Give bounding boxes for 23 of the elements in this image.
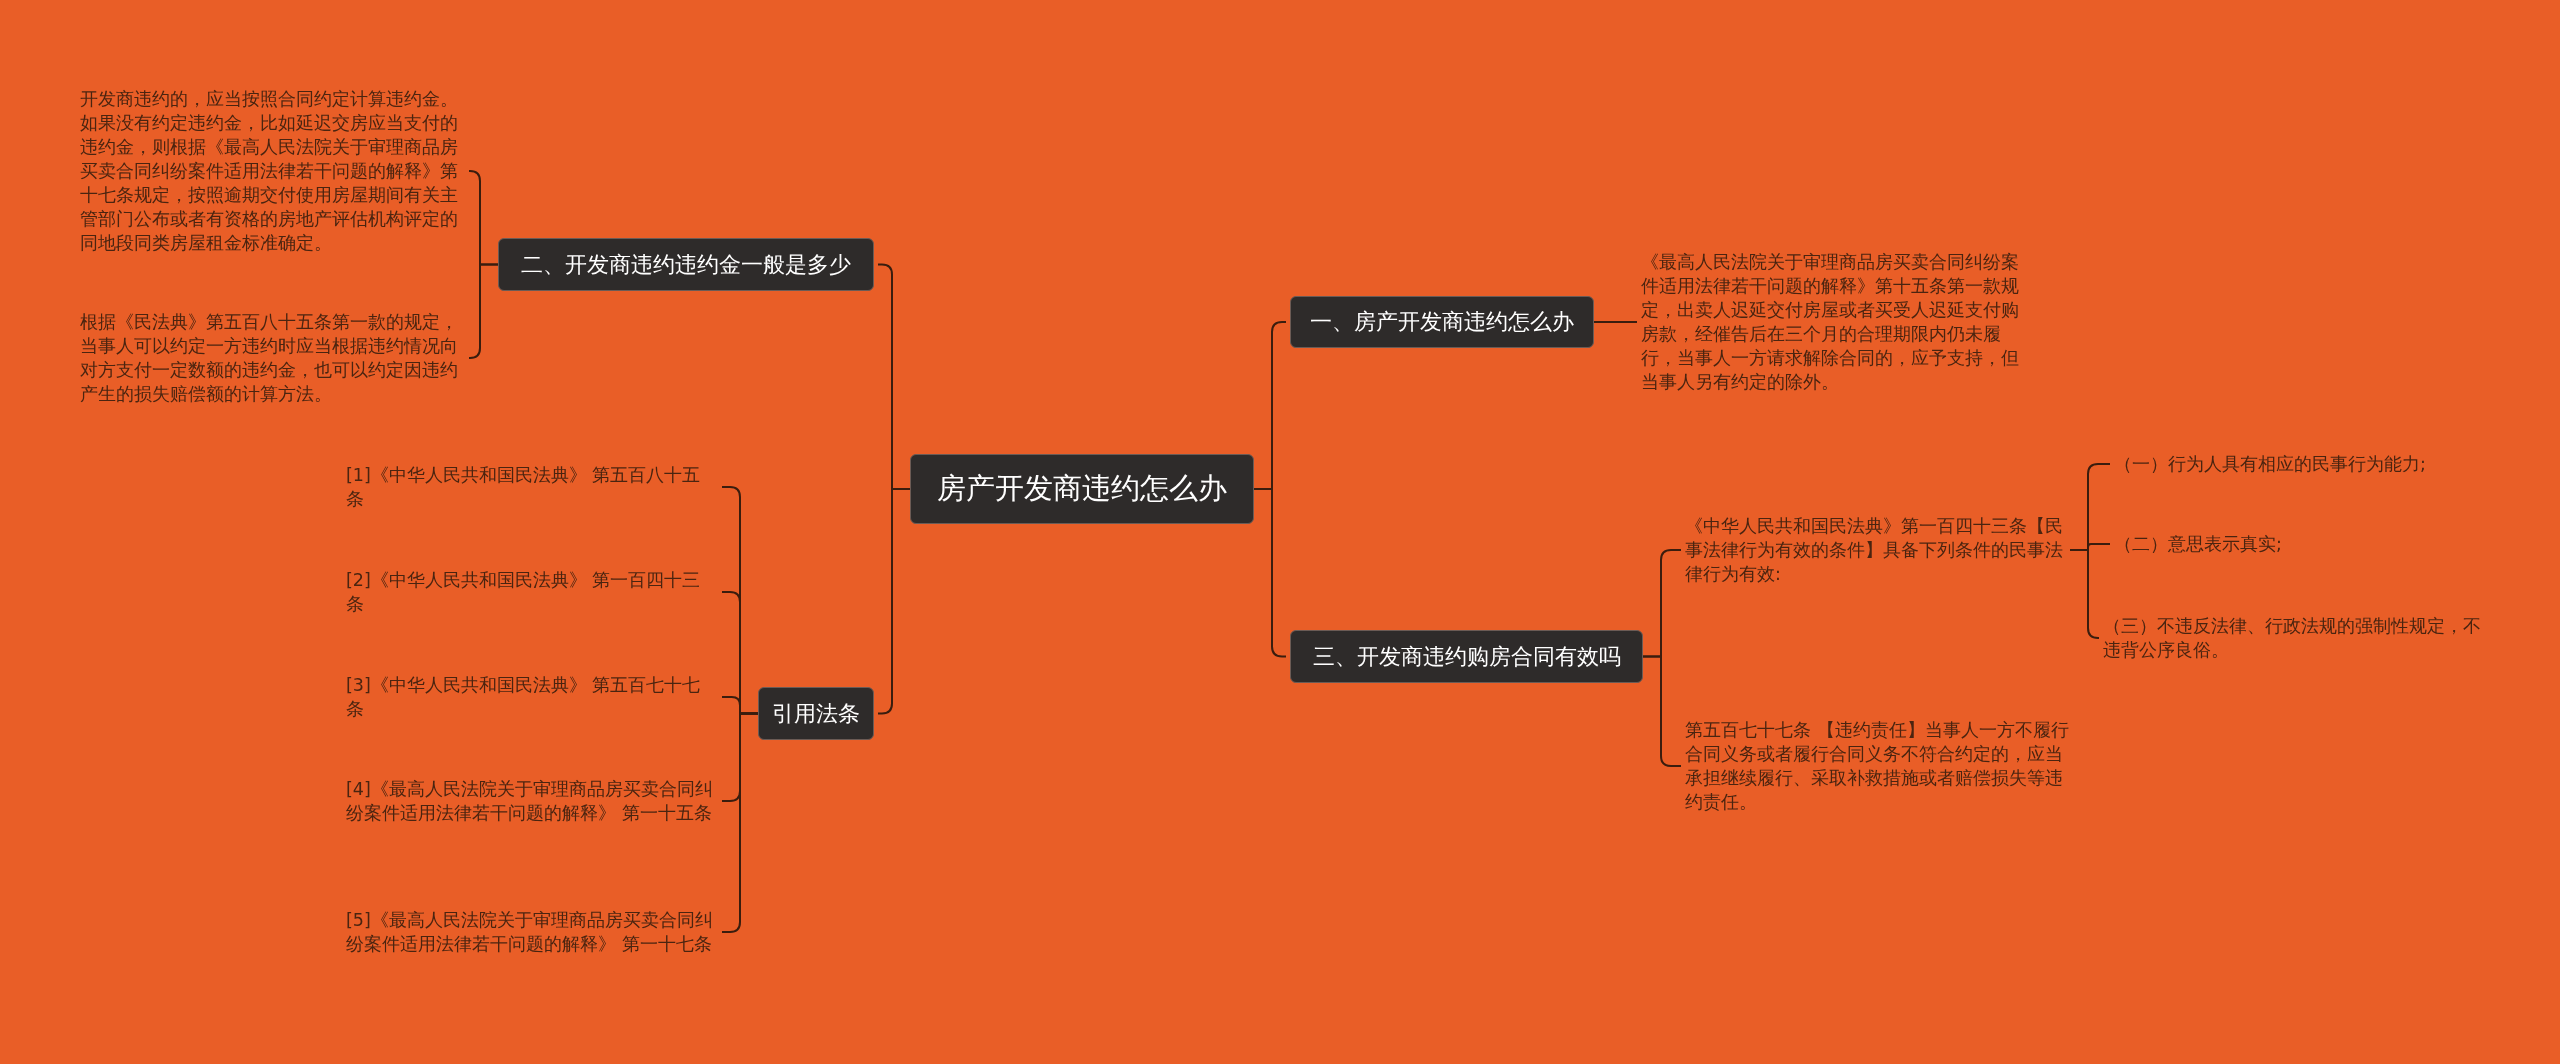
- note-text: （二）意思表示真实;: [2114, 533, 2283, 556]
- note-text: 开发商违约的，应当按照合同约定计算违约金。如果没有约定违约金，比如延迟交房应当支付的违约金，则根据《最高人民法院关于审理商品房买卖合同纠纷案件适用法律若干问题的解释》第十七条规定，按照逾期交付使用房屋期间有关主管部门公布或者有资格的房地产评估机构评定的同地段同类房屋租金标准确定。: [80, 88, 459, 255]
- note-text: [5]《最高人民法院关于审理商品房买卖合同纠纷案件适用法律若干问题的解释》 第一十七条: [346, 909, 714, 956]
- connector-line: [877, 488, 911, 715]
- note-text: [1]《中华人民共和国民法典》 第五百八十五条: [346, 464, 702, 511]
- note-text: [3]《中华人民共和国民法典》 第五百七十七条: [346, 674, 702, 721]
- note-text: 根据《民法典》第五百八十五条第一款的规定，当事人可以约定一方违约时应当根据违约情况向对方支付一定数额的违约金，也可以约定因违约产生的损失赔偿额的计算方法。: [80, 311, 459, 406]
- central-topic-box: 房产开发商违约怎么办: [910, 454, 1254, 524]
- topic-box: 二、开发商违约违约金一般是多少: [498, 238, 874, 291]
- connector-line: [468, 263, 499, 359]
- connector-line: [2069, 549, 2100, 639]
- note-text: 《中华人民共和国民法典》第一百四十三条【民事法律行为有效的条件】具备下列条件的民事法律行为有效:: [1685, 515, 2064, 586]
- connector-line: [1253, 488, 1287, 658]
- connector-line: [1593, 321, 1638, 323]
- topic-box: 一、房产开发商违约怎么办: [1290, 296, 1594, 348]
- note-text: 《最高人民法院关于审理商品房买卖合同纠纷案件适用法律若干问题的解释》第十五条第一款规定，出卖人迟延交付房屋或者买受人迟延支付购房款，经催告后在三个月的合理期限内仍未履行，当事人一方请求解除合同的，应予支持，但当事人另有约定的除外。: [1641, 251, 2020, 394]
- topic-box: 引用法条: [758, 687, 874, 740]
- note-text: [2]《中华人民共和国民法典》 第一百四十三条: [346, 569, 702, 616]
- note-text: （三）不违反法律、行政法规的强制性规定，不违背公序良俗。: [2103, 615, 2482, 662]
- note-text: [4]《最高人民法院关于审理商品房买卖合同纠纷案件适用法律若干问题的解释》 第一十五条: [346, 778, 714, 825]
- topic-box: 三、开发商违约购房合同有效吗: [1290, 630, 1643, 683]
- note-text: （一）行为人具有相应的民事行为能力;: [2114, 453, 2427, 476]
- note-text: 第五百七十七条 【违约责任】当事人一方不履行合同义务或者履行合同义务不符合约定的，应当承担继续履行、采取补救措施或者赔偿损失等违约责任。: [1685, 719, 2070, 814]
